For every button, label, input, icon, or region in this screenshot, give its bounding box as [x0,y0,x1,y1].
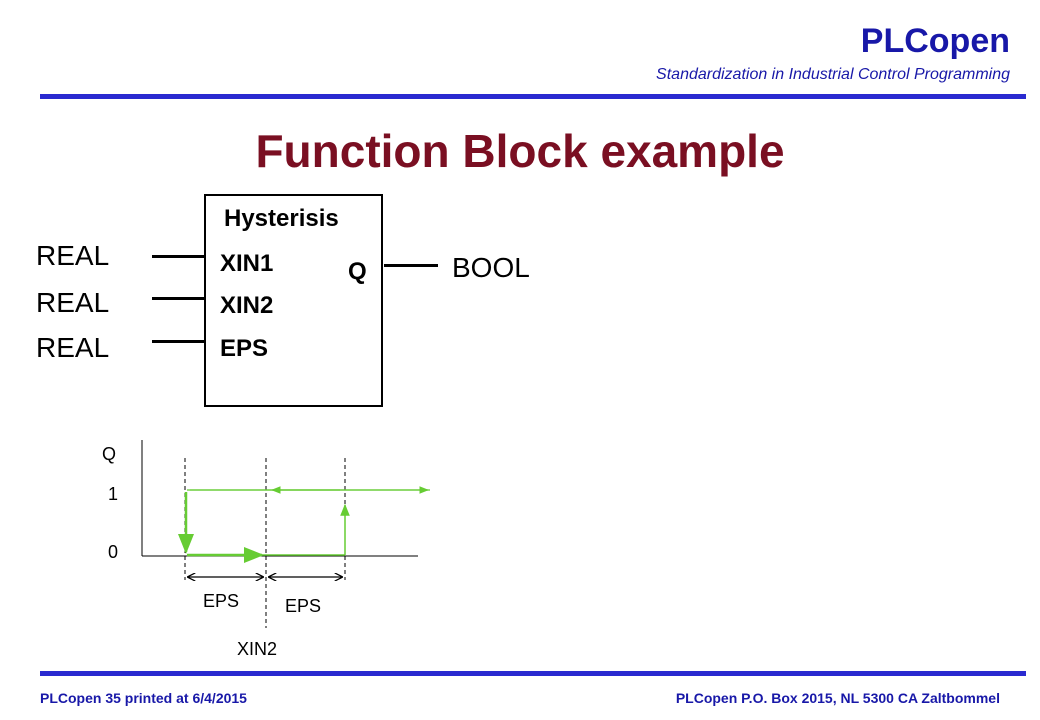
footer-right: PLCopen P.O. Box 2015, NL 5300 CA Zaltbo… [675,690,1000,706]
eps-left-label: EPS [203,591,239,611]
input-type-xin2: REAL [36,287,110,318]
x-axis-label: XIN2 [237,639,277,659]
y-tick-low: 0 [108,542,118,562]
page-title: Function Block example [255,125,785,177]
brand-tagline: Standardization in Industrial Control Pr… [656,66,1010,83]
output-type-q: BOOL [452,252,530,283]
input-wire-xin2 [152,297,205,300]
input-name-xin2: XIN2 [220,292,274,319]
header-rule [40,94,1026,99]
y-axis-label: Q [102,444,116,464]
input-name-xin1: XIN1 [220,250,274,277]
input-name-eps: EPS [220,335,269,362]
input-wire-eps [152,340,205,343]
input-type-xin1: REAL [36,240,110,271]
function-block-name: Hysterisis [224,205,339,232]
input-wire-xin1 [152,255,205,258]
footer-rule [40,671,1026,676]
output-wire-q [384,264,438,267]
input-type-eps: REAL [36,332,110,363]
y-tick-high: 1 [108,484,118,504]
footer-left: PLCopen 35 printed at 6/4/2015 [40,690,247,706]
output-name-q: Q [348,258,367,285]
function-block-box [204,194,383,407]
eps-right-label: EPS [285,596,321,616]
brand-title: PLCopen [860,22,1010,60]
